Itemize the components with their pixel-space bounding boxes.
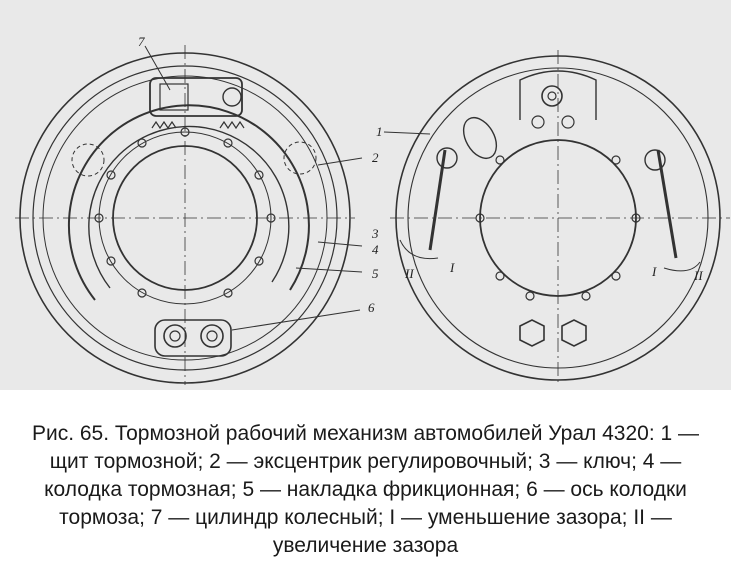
- callout-4: 4: [372, 242, 379, 257]
- callout-5: 5: [372, 266, 379, 281]
- label-right-I: I: [651, 264, 657, 279]
- left-cutout-right: [283, 141, 317, 175]
- left-spring-1: [151, 120, 177, 130]
- left-view: [15, 45, 363, 385]
- callout-2: 2: [372, 150, 379, 165]
- label-right-II: II: [693, 268, 703, 283]
- wheel-cylinder-piston: [159, 83, 189, 111]
- brake-drawing: 7 2 3 4 5 6 1 I II I II: [15, 34, 730, 385]
- wheel-cylinder-body: [149, 77, 243, 117]
- left-bolt-holes: [94, 127, 276, 298]
- left-leader-lines: [144, 45, 363, 331]
- right-nut-right: [561, 319, 587, 347]
- right-slot: [462, 117, 498, 159]
- right-top-boss: [519, 70, 597, 120]
- right-key-left: [428, 149, 447, 251]
- callout-1: 1: [376, 124, 383, 139]
- left-shoe-outer: [67, 104, 310, 301]
- right-key-right: [656, 149, 678, 259]
- right-view: [383, 50, 730, 385]
- right-arrows: [399, 239, 701, 272]
- shoe-pivot-plate: [154, 319, 232, 357]
- right-bolt-holes: [475, 155, 641, 301]
- brake-mechanism-figure: 7 2 3 4 5 6 1 I II I II: [0, 0, 731, 390]
- left-shoe-inner: [88, 125, 290, 289]
- callout-3: 3: [371, 226, 379, 241]
- wheel-cylinder-bleeder: [222, 87, 242, 107]
- right-top-fitting: [541, 85, 563, 107]
- callout-6: 6: [368, 300, 375, 315]
- left-cutout-left: [71, 143, 105, 177]
- label-left-I: I: [449, 260, 455, 275]
- shoe-pivot-left: [163, 324, 187, 348]
- callout-7: 7: [138, 34, 145, 49]
- label-left-II: II: [404, 266, 414, 281]
- figure-caption: Рис. 65. Тормозной рабочий механизм авто…: [31, 422, 700, 557]
- shoe-pivot-right: [200, 324, 224, 348]
- right-nut-left: [519, 319, 545, 347]
- right-leader-1: [383, 131, 431, 135]
- left-spring-2: [219, 120, 245, 130]
